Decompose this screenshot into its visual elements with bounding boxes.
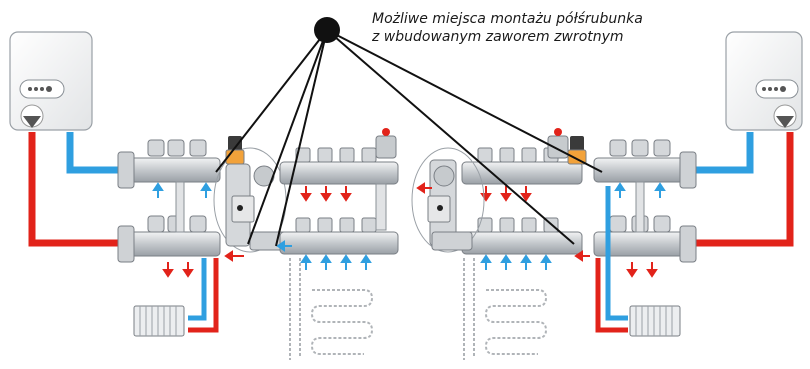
right-boiler-pipes: [690, 132, 794, 247]
marker-dot: [314, 17, 340, 43]
left-floor-manifold: [276, 128, 399, 360]
caption-line-1: Możliwe miejsca montażu półśrubunka: [372, 11, 643, 27]
left-boiler: [9, 31, 93, 131]
caption-line-2: z wbudowanym zaworem zwrotnym: [372, 29, 624, 45]
caption: Możliwe miejsca montażu półśrubunka z wb…: [372, 10, 802, 46]
right-boiler: [725, 31, 803, 131]
pointer-lines: [215, 29, 603, 247]
left-radiator-manifold: [117, 139, 244, 337]
right-mixing-unit: [411, 147, 485, 253]
right-floor-manifold: [461, 128, 583, 360]
right-radiator-manifold: [567, 136, 697, 337]
left-boiler-pipes: [28, 132, 128, 247]
